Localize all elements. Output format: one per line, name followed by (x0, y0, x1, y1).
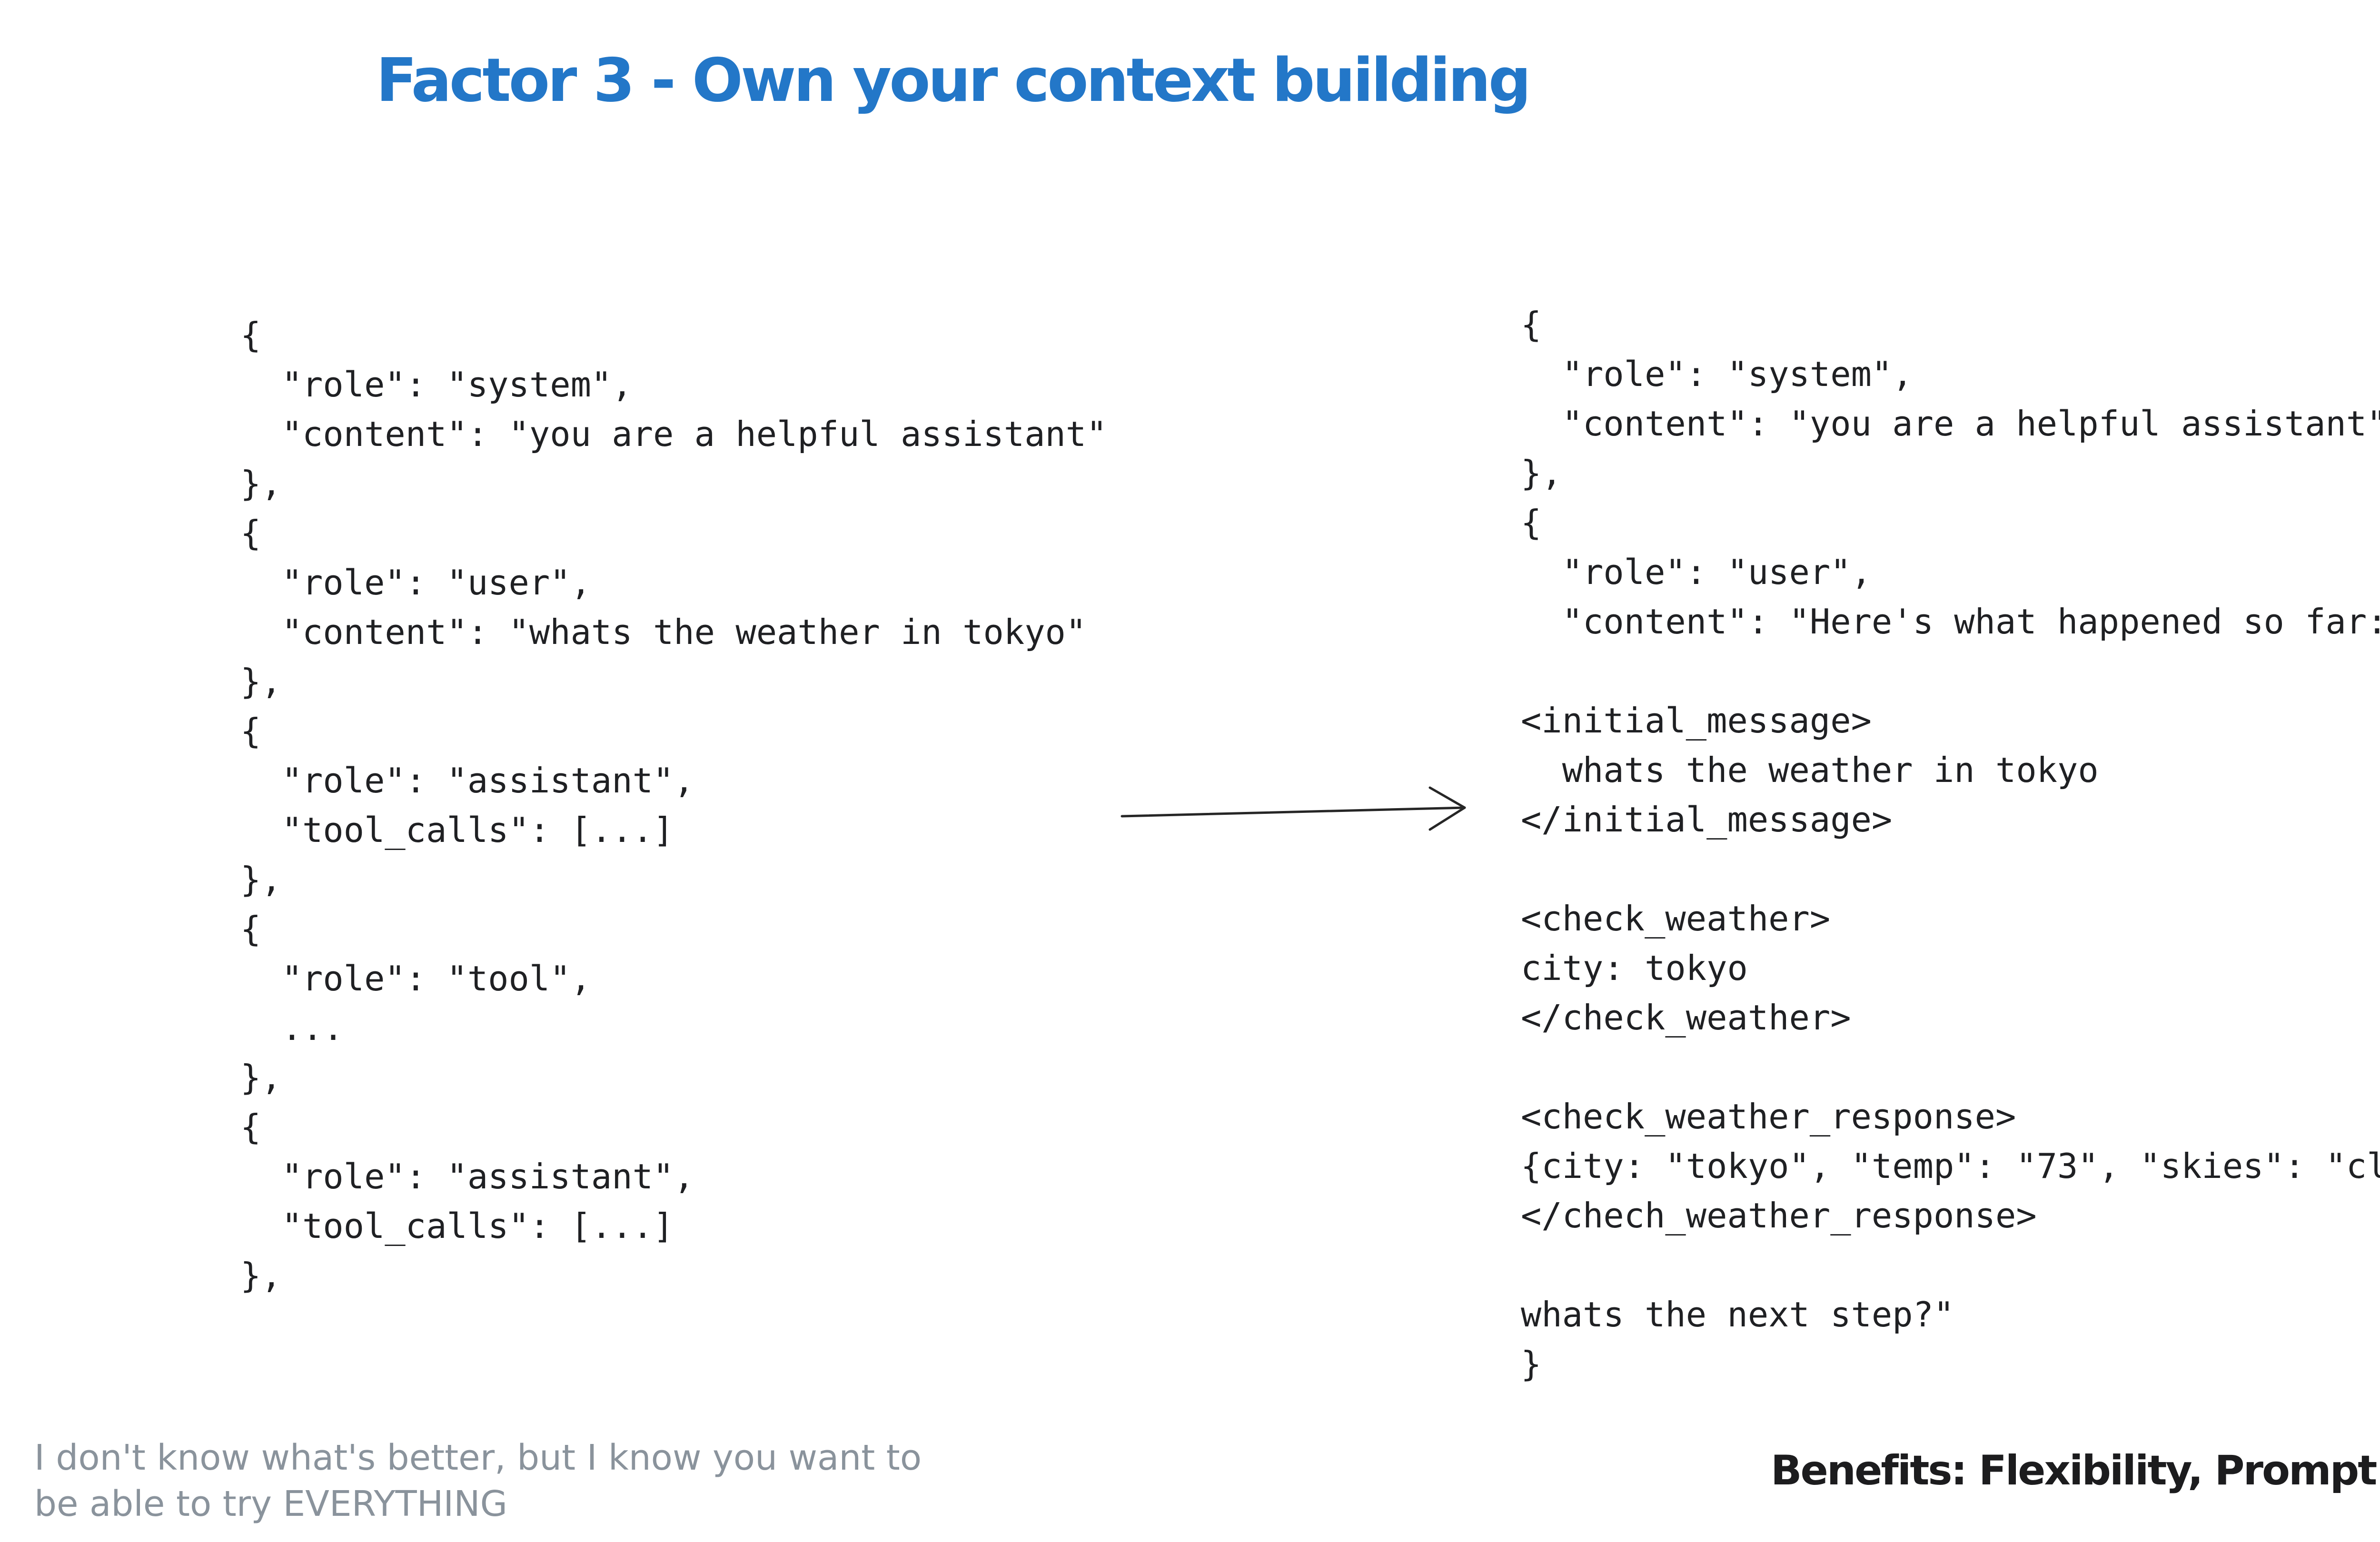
transform-arrow (1114, 778, 1476, 840)
handwritten-note: I don't know what's better, but I know y… (34, 1437, 922, 1524)
messages-array-code-block: { "role": "system", "content": "you are … (240, 315, 1107, 1295)
custom-context-code-block: { "role": "system", "content": "you are … (1521, 305, 2380, 1384)
slide-title: Factor 3 - Own your context building (376, 45, 1531, 115)
benefits-caption: Benefits: Flexibility, Prompt Control (1771, 1447, 2380, 1494)
right-arrow-icon (1121, 786, 1466, 831)
